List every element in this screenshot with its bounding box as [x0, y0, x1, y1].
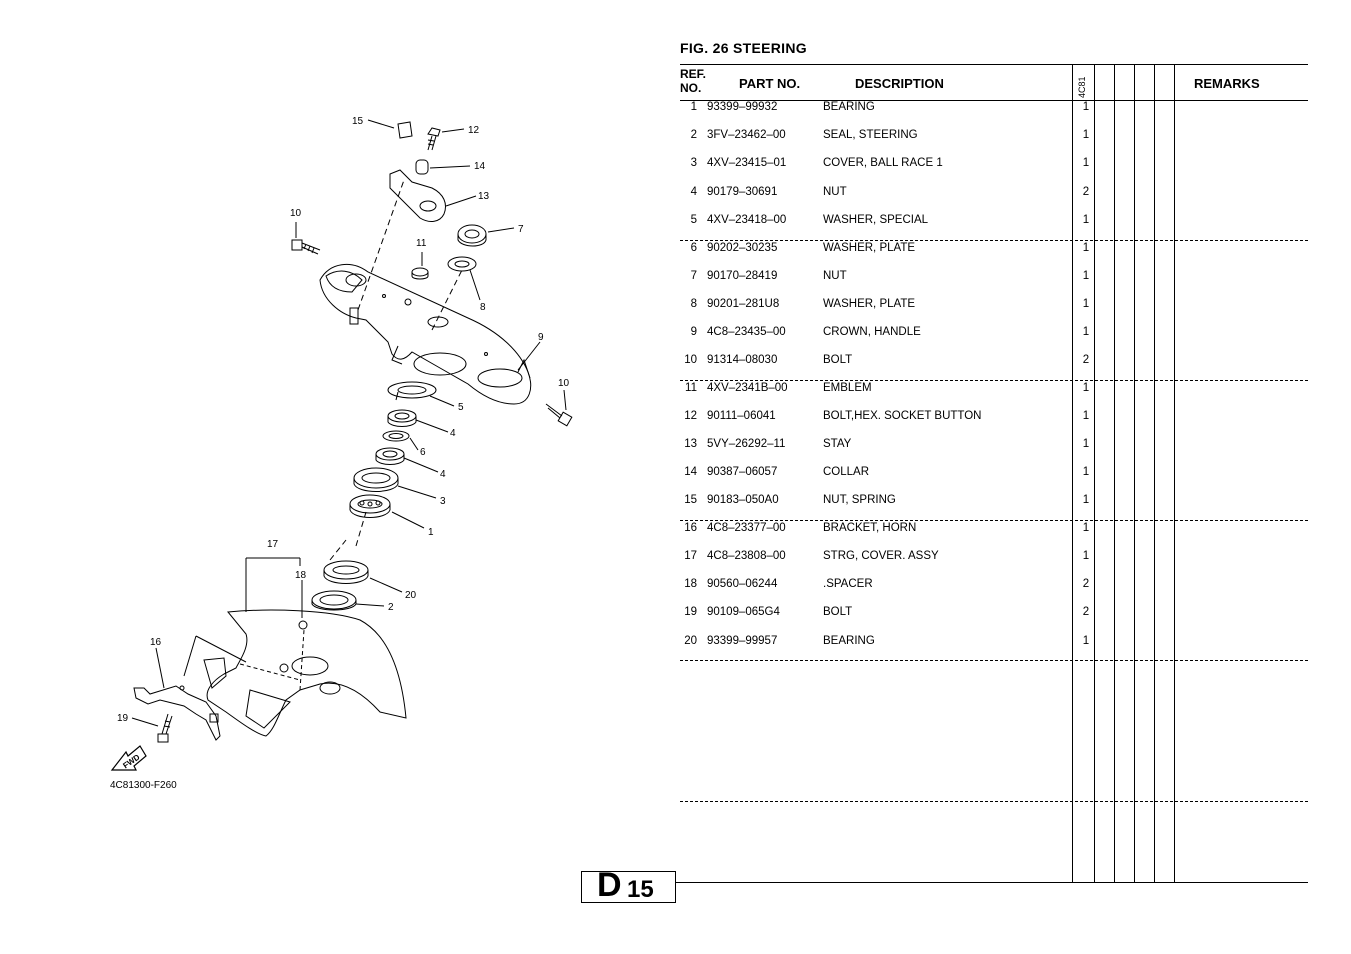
group-separator	[680, 520, 1308, 521]
column-rule	[1072, 64, 1073, 882]
header-ref-no: REF. NO.	[680, 67, 707, 95]
callout-18: 18	[295, 570, 307, 581]
column-rule	[1154, 64, 1155, 882]
callout-10b: 10	[558, 378, 570, 389]
callout-4a: 4	[450, 428, 456, 439]
callout-2: 2	[388, 602, 394, 613]
group-separator	[680, 660, 1308, 661]
page-number: 15	[627, 876, 654, 903]
stay-part	[389, 169, 446, 222]
callout-6: 6	[420, 447, 426, 458]
callout-10a: 10	[290, 208, 302, 219]
callout-1: 1	[428, 527, 434, 538]
group-separator	[680, 380, 1308, 381]
header-bottom-rule	[680, 100, 1308, 101]
exploded-diagram: 15 12 14 13 10 11 7 8 9 10 5 4 6 4 3 1 1…	[110, 116, 573, 771]
header-part-no: PART NO.	[739, 76, 801, 91]
page-number-rule	[676, 882, 686, 883]
callout-8: 8	[480, 302, 486, 313]
crown-handle-part	[319, 264, 532, 405]
figure-title: FIG. 26 STEERING	[680, 40, 807, 56]
callout-19: 19	[117, 713, 129, 724]
group-separator	[680, 801, 1308, 802]
callout-20: 20	[405, 590, 417, 601]
table-top-rule	[680, 64, 1308, 65]
column-rule	[1134, 64, 1135, 882]
header-model-code: 4C81	[1077, 76, 1087, 98]
diagram-code: 4C81300-F260	[110, 780, 177, 791]
callout-7: 7	[518, 224, 524, 235]
callout-16: 16	[150, 637, 162, 648]
column-rule	[1094, 64, 1095, 882]
page-section: D	[597, 866, 622, 904]
callout-12: 12	[468, 125, 480, 136]
callout-5: 5	[458, 402, 464, 413]
callout-14: 14	[474, 161, 486, 172]
table-bottom-rule	[680, 882, 1308, 883]
header-remarks: REMARKS	[1194, 76, 1260, 91]
callout-17: 17	[267, 539, 279, 550]
steering-cover-part	[206, 609, 407, 737]
page-number-box	[581, 871, 676, 903]
callout-11: 11	[416, 238, 427, 249]
column-rule	[1114, 64, 1115, 882]
column-rule	[1174, 64, 1175, 882]
group-separator	[680, 240, 1308, 241]
callout-4b: 4	[440, 469, 446, 480]
callout-9: 9	[538, 332, 544, 343]
fwd-label: FWD	[121, 752, 141, 770]
horn-bracket-part	[133, 685, 221, 741]
callout-13: 13	[478, 191, 490, 202]
callout-3: 3	[440, 496, 446, 507]
callout-15: 15	[352, 116, 364, 127]
header-description: DESCRIPTION	[855, 76, 944, 91]
